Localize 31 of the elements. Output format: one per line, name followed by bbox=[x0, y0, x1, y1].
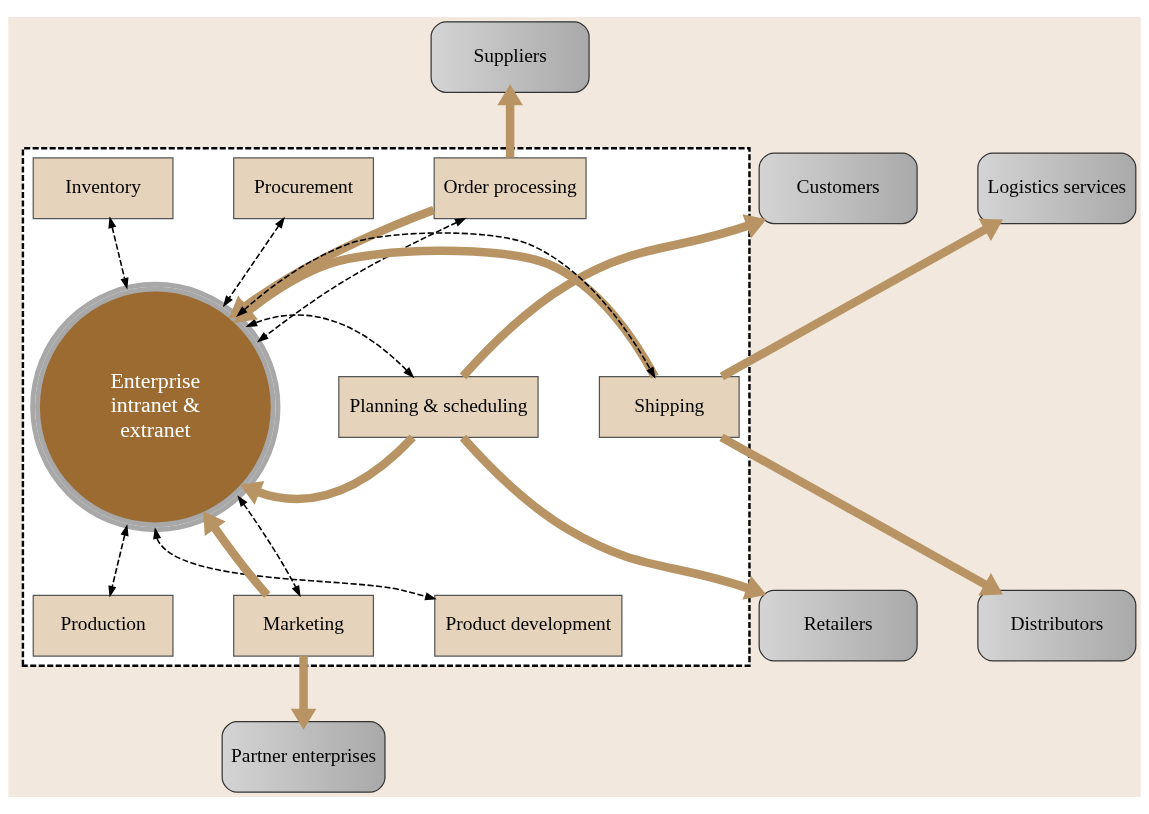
node-box: Suppliers bbox=[430, 21, 590, 93]
node-box: Production bbox=[32, 594, 174, 657]
arrow bbox=[459, 214, 767, 380]
node-box: Inventory bbox=[32, 157, 174, 220]
node-box: Customers bbox=[758, 152, 918, 225]
arrow bbox=[719, 433, 1003, 596]
node-box: Partner enterprises bbox=[221, 721, 386, 793]
arrow bbox=[245, 314, 415, 379]
node-box: Logistics services bbox=[977, 152, 1137, 225]
arrow bbox=[290, 656, 317, 730]
node-box: Marketing bbox=[233, 594, 375, 657]
arrow bbox=[719, 218, 1003, 381]
node-box: Planning & scheduling bbox=[338, 376, 539, 438]
node-box: Shipping bbox=[598, 376, 740, 438]
arrow bbox=[459, 434, 767, 600]
arrow bbox=[237, 495, 301, 598]
arrow bbox=[108, 216, 129, 290]
arrow bbox=[256, 217, 467, 343]
node-box: Distributors bbox=[977, 589, 1137, 662]
arrow bbox=[497, 84, 523, 158]
arrow bbox=[240, 434, 416, 505]
node-box: Procurement bbox=[233, 157, 375, 220]
arrow bbox=[228, 205, 436, 319]
arrow bbox=[203, 511, 271, 598]
node-box: Order processing bbox=[433, 157, 587, 220]
node-box: Product development bbox=[434, 594, 623, 657]
node-circle: Enterprise intranet & extranet bbox=[30, 281, 281, 533]
arrow bbox=[153, 527, 437, 601]
arrow bbox=[222, 216, 285, 308]
node-box: Retailers bbox=[758, 589, 918, 662]
arrow bbox=[108, 524, 129, 598]
